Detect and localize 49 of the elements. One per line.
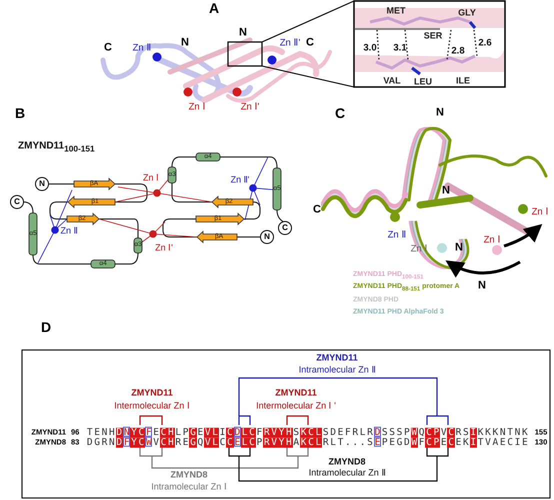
terminus-label: N [478,280,486,292]
terminus-label: C [104,42,112,54]
terminus-label: C [313,204,321,216]
distance-label: 3.0 [363,43,377,53]
zinc-label: Zn Ⅰ [143,174,159,182]
residue-label: ILE [456,76,470,86]
terminus-label: C [282,224,288,232]
bracket-title: ZMYND11 [316,354,358,362]
bracket-subtitle: Intramolecular Zn Ⅱ [298,366,376,374]
bracket-subtitle: Intermolecular Zn Ⅰ [114,402,190,410]
residue-label: GLY [458,8,476,18]
terminus-label: C [14,198,20,206]
bracket-title: ZMYND8 [170,470,208,480]
residue-label: LEU [414,78,432,86]
bracket-title: ZMYND11 [275,388,317,398]
bracket-subtitle: Intramolecular Zn Ⅱ [308,468,386,478]
terminus-label: N [455,242,463,254]
terminus-label: N [264,233,270,241]
residue-label: VAL [383,76,401,86]
terminus-label: N [239,28,247,38]
zinc-label: Zn Ⅱ [60,226,78,236]
bracket-title: ZMYND8 [328,458,366,466]
distance-label: 3.1 [393,43,407,53]
terminus-label: N [442,186,450,196]
panel-label: D [40,320,52,334]
terminus-label: N [181,38,189,48]
zinc-label: Zn Ⅰ' [155,244,173,252]
terminus-label: N [436,108,444,118]
residue-label: SER [424,32,442,40]
zinc-label: Zn Ⅱ' [230,176,250,184]
terminus-label: N [39,180,45,188]
zinc-label: Zn Ⅰ [532,207,548,217]
zinc-label: Zn Ⅱ' [280,38,300,48]
terminus-label: C [306,38,314,48]
bracket-subtitle: Intramolecular Zn Ⅰ [151,482,227,492]
bracket-subtitle: Intermolecular Zn Ⅰ ' [256,402,336,410]
construct-title: ZMYND11$_{100-151}$ [18,141,95,153]
zinc-label: Zn Ⅱ [388,230,406,240]
zinc-label: Zn Ⅰ [188,102,206,112]
residue-label: MET [386,6,406,16]
panel-label: A [208,1,220,15]
zinc-label: Zn Ⅰ [484,235,500,245]
distance-label: 2.8 [451,46,465,56]
distance-label: 2.6 [478,38,492,48]
panel-label: B [14,106,26,120]
zinc-label: Zn Ⅰ' [240,102,260,112]
panel-label: C [334,106,346,120]
bracket-title: ZMYND11 [131,388,173,398]
zinc-label: Zn Ⅱ [132,43,152,53]
